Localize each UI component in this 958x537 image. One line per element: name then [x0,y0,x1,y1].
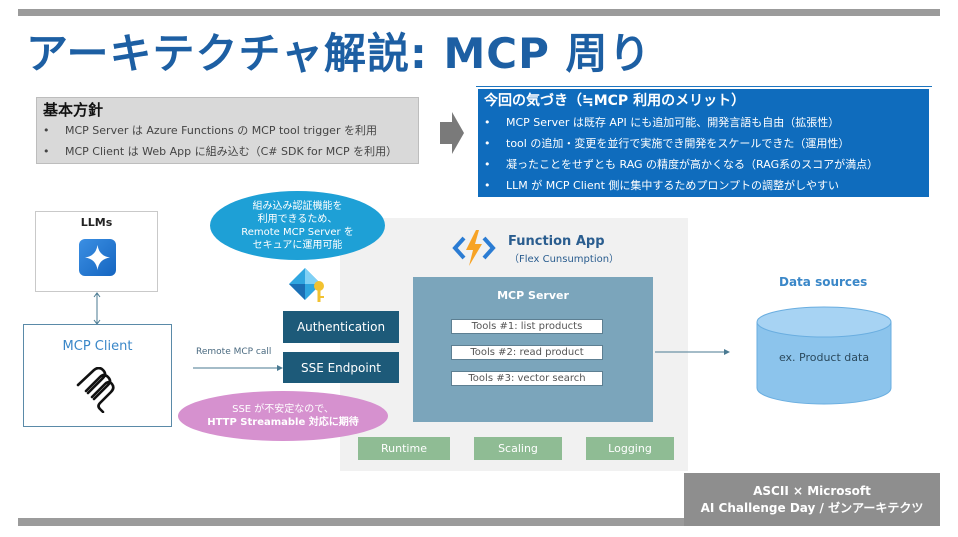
bidirectional-arrow [93,292,101,325]
footer-line2: AI Challenge Day / ゼンアーキテクツ [700,501,924,515]
bullet: • [43,124,50,137]
policy-item: • MCP Client は Web App に組み込む（C# SDK for M… [43,141,412,162]
insight-item: • tool の追加・変更を並行で実施でき開発をスケールできた（運用性） [484,133,923,154]
authentication-block: Authentication [283,311,399,343]
bubble-line: SSE が不安定なので、 [232,404,334,415]
data-sources-label: Data sources [779,275,868,289]
insight-item: • MCP Server は既存 API にも追加可能、開発言語も自由（拡張性） [484,112,923,133]
mcp-logo-icon [76,367,115,413]
remote-call-arrow [193,365,283,371]
mcp-server-box: MCP Server Tools #1: list products Tools… [413,277,653,422]
policy-item-text: MCP Client は Web App に組み込む（C# SDK for MC… [65,145,398,158]
bubble-line: Remote MCP Server を [241,226,354,238]
tool-item: Tools #3: vector search [451,371,603,386]
auth-note-bubble: 組み込み認証機能を 利用できるため、 Remote MCP Server を セ… [210,191,385,260]
policy-item-text: MCP Server は Azure Functions の MCP tool … [65,124,377,137]
policy-heading: 基本方針 [43,101,104,119]
tool-item: Tools #2: read product [451,345,603,360]
sparkle-icon [79,239,116,276]
bubble-line: HTTP Streamable 対応に期待 [207,417,359,428]
runtime-block: Runtime [358,437,450,460]
top-bar [18,9,940,16]
scaling-block: Scaling [474,437,562,460]
function-app-label: Function App [508,234,605,249]
tool-item: Tools #1: list products [451,319,603,334]
database-cylinder [756,306,892,405]
bullet: • [484,137,491,150]
logging-block: Logging [586,437,674,460]
bullet: • [484,179,491,192]
insight-item: • 凝ったことをせずとも RAG の精度が高かくなる（RAG系のスコアが満点） [484,154,923,175]
insight-item-text: LLM が MCP Client 側に集中するためプロンプトの調整がしやすい [506,179,839,192]
function-app-sublabel: （Flex Cunsumption） [509,254,620,265]
azure-functions-icon [452,230,496,266]
sse-note-bubble: SSE が不安定なので、 HTTP Streamable 対応に期待 [178,391,388,441]
sse-endpoint-block: SSE Endpoint [283,352,399,383]
insight-item-text: tool の追加・変更を並行で実施でき開発をスケールできた（運用性） [506,137,850,150]
footer-line1: ASCII × Microsoft [753,484,871,498]
bullet: • [484,116,491,129]
bottom-bar [18,518,684,526]
right-arrow-icon [440,112,464,154]
mcp-server-label: MCP Server [497,289,569,302]
product-data-label: ex. Product data [778,351,870,364]
bubble-line: セキュアに運用可能 [252,239,343,251]
entra-key-icon [289,268,324,302]
remote-mcp-call-label: Remote MCP call [196,347,272,357]
page-title: アーキテクチャ解説: MCP 周り [26,29,652,78]
policy-item: • MCP Server は Azure Functions の MCP tool… [43,120,412,141]
data-source-arrow [655,349,730,355]
insight-item: • LLM が MCP Client 側に集中するためプロンプトの調整がしやすい [484,175,923,196]
insight-box: 今回の気づき（≒MCP 利用のメリット） • MCP Server は既存 API… [478,89,929,197]
insight-item-text: MCP Server は既存 API にも追加可能、開発言語も自由（拡張性） [506,116,840,129]
bubble-line: 利用できるため、 [257,213,338,225]
insight-item-text: 凝ったことをせずとも RAG の精度が高かくなる（RAG系のスコアが満点） [506,158,879,171]
policy-box: 基本方針 • MCP Server は Azure Functions の MCP… [36,97,419,164]
footer-credit: ASCII × Microsoft AI Challenge Day / ゼンア… [684,473,940,526]
mcp-client-box: MCP Client [23,324,172,427]
insight-heading: 今回の気づき（≒MCP 利用のメリット） [484,93,746,109]
title-underline [476,86,932,87]
bullet: • [43,145,50,158]
bubble-line: 組み込み認証機能を [252,200,343,212]
bullet: • [484,158,491,171]
llms-box: LLMs [35,211,158,292]
llms-label: LLMs [80,216,113,229]
mcp-client-label: MCP Client [62,339,133,354]
